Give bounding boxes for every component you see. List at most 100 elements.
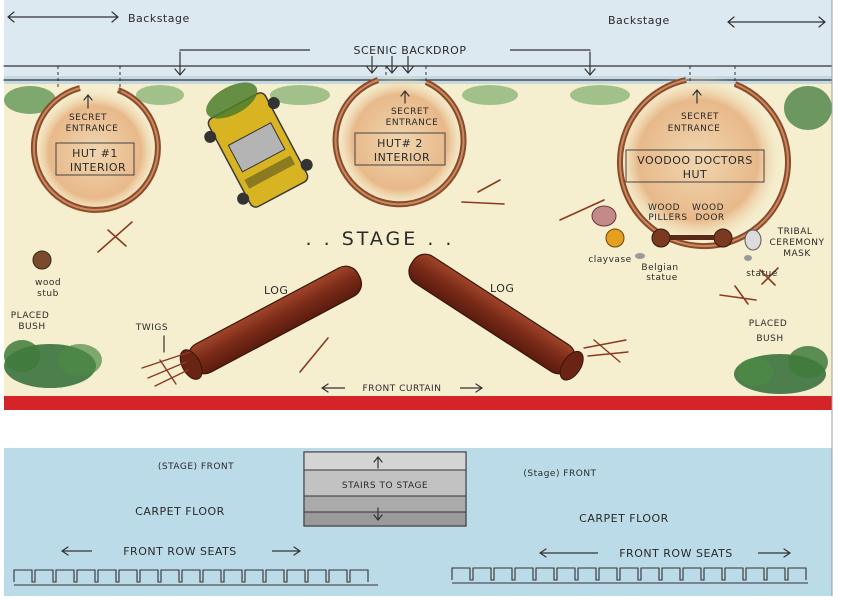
vehicle-seats [227,122,286,173]
hut-2-entrance-l1: SECRET [391,107,429,117]
front-row-seats-right-label-bg [598,546,758,560]
clay-vase [605,228,625,248]
prop-round-vase [591,205,617,227]
vehicle-wheel [204,130,217,143]
wood-piller-left [651,228,671,248]
front-row-seats-right-label: FRONT ROW SEATS [619,547,733,560]
scenic-backdrop-label: SCENIC BACKDROP [354,44,467,57]
hut-3: SECRET ENTRANCE VOODOO DOCTORS HUT [612,74,791,250]
placed-bush-left [4,340,102,388]
stage-front-left-label: (STAGE) FRONT [158,462,234,472]
stage-label: . . STAGE . . [306,228,455,250]
vehicle-foliage [206,82,258,119]
hut-2-floor [332,74,468,210]
seat-outline [451,567,807,581]
hut-2-box [354,132,446,166]
hut-3-wall-inner [618,79,789,248]
backstage-right-arrow [727,16,826,28]
backstage-left-label: Backstage [128,12,190,25]
log-left [179,265,363,380]
placed-bush-right [734,346,828,394]
hut-3-entrance-l2: ENTRANCE [668,124,721,134]
front-curtain-label: FRONT CURTAIN [363,384,442,394]
carpet-floor-left-label: CARPET FLOOR [135,505,225,518]
stairs-arrow-up [373,456,383,469]
front-curtain-label-bg [345,380,460,394]
hut-3-entrance-l1: SECRET [681,112,719,122]
backdrop-label-bg [310,42,510,56]
log-right-label: LOG [490,282,514,295]
belgian-statue-l2: statue [646,273,678,283]
statue [744,255,752,261]
log-right [408,253,584,381]
wood-stub-label-l1: wood [35,278,61,288]
log-left-label: LOG [264,284,288,297]
belgian-statue-l1: Belgian [641,263,678,273]
hut-1-arrow [83,94,93,109]
backdrop-arrow-5 [584,51,596,76]
hut-2-entrance-l2: ENTRANCE [386,118,439,128]
scattered-twigs [97,179,779,373]
twigs-pile-left [141,351,191,387]
stairs-arrow-down [373,507,383,521]
backdrop-bushes [4,85,832,130]
twigs-pile-right [583,339,629,363]
placed-bush-right-l1: PLACED [749,319,788,329]
tribal-mask-l2: CEREMONY [770,238,825,248]
hut-2-name-l2: INTERIOR [374,151,430,164]
stairs-to-stage [303,451,467,527]
wood-pillers-l1: WOOD [648,203,680,213]
backstage-right-label: Backstage [608,14,670,27]
hut-3-name-l1: VOODOO DOCTORS [637,154,753,167]
twigs-label: TWIGS [135,323,168,333]
wood-door-l2: DOOR [695,213,724,223]
hut-3-arrow [692,89,702,104]
tribal-mask-l3: MASK [783,249,811,259]
placed-bush-left-l2: BUSH [18,322,45,332]
vehicle-wheel [300,158,313,171]
stairs-step-3 [303,495,467,513]
hut-1-name-l2: INTERIOR [70,161,126,174]
hut-1: SECRET ENTRANCE HUT #1 INTERIOR [29,85,161,218]
stage-front-right-label: (Stage) FRONT [523,469,596,479]
belgian-statue [635,253,645,259]
backdrop-arrow-2 [366,54,378,74]
placed-bush-left-l1: PLACED [11,311,50,321]
front-curtain [4,396,832,410]
wood-stub [32,250,52,270]
stage-apron [4,410,832,448]
backdrop-arrow-3 [386,54,398,74]
entrance-dashed-lines [57,66,736,92]
hut-1-floor [29,86,161,218]
carpet-floor-right-label: CARPET FLOOR [579,512,669,525]
log-left-end [179,349,203,380]
hut-3-box [625,149,765,183]
vehicle-wheel [237,192,250,205]
tribal-mask-l1: TRIBAL [777,227,813,237]
seat-row-right [451,567,808,584]
statue-label: statue [746,269,778,279]
backdrop-arrow-4 [402,54,414,74]
vehicle-hood [244,155,296,189]
front-row-seats-left-label-bg [92,544,272,558]
hut-2: SECRET ENTRANCE HUT# 2 INTERIOR [332,74,468,210]
hut-1-name-l1: HUT #1 [72,147,118,160]
seat-outline [13,569,369,583]
log-right-end [559,350,584,381]
wood-door-l1: WOOD [692,203,724,213]
vehicle-wheel [267,97,280,110]
hut-2-arrow [400,90,410,104]
hut-1-entrance-l2: ENTRANCE [66,124,119,134]
hut-1-entrance-l1: SECRET [69,113,107,123]
wood-pillers-l2: PILLERS [648,213,687,223]
stairs-step-2 [303,469,467,497]
hut-3-name-l2: HUT [683,168,708,181]
wood-stub-label-l2: stub [37,289,59,299]
hut-2-wall-inner [334,79,465,206]
vehicle-prop [204,82,313,208]
seat-row-left [13,569,378,586]
stairs-step-1 [303,451,467,471]
stairs-label: STAIRS TO STAGE [342,481,428,491]
